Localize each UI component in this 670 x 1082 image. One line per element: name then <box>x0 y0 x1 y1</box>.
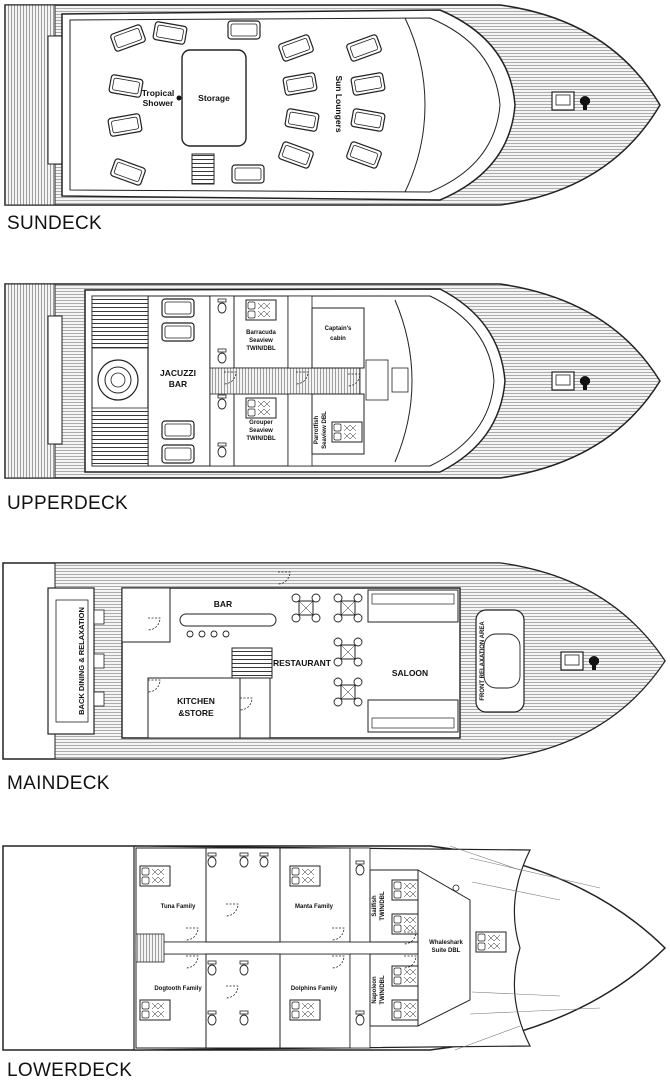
dogtooth-label: Dogtooth Family <box>154 986 202 992</box>
napoleon-label-line1: Napoleon <box>372 976 378 1004</box>
lowerdeck-plan: Tuna Family Manta Family Dogtooth Family… <box>2 845 667 1051</box>
shower-icon <box>176 95 182 101</box>
deck-title-maindeck: MAINDECK <box>7 773 110 794</box>
maindeck: BACK DINING & RELAXATION KITCHEN &STORE … <box>0 560 670 800</box>
grouper-label-line2: Seaview <box>249 428 273 434</box>
maindeck-plan: BACK DINING & RELAXATION KITCHEN &STORE … <box>2 562 666 760</box>
stairs-icon <box>191 153 215 185</box>
deck-title-lowerdeck: LOWERDECK <box>7 1060 133 1081</box>
barracuda-label-line3: TWIN/DBL <box>246 346 276 352</box>
parrotfish-label-line1: Parrotfish <box>314 415 320 444</box>
sailfish-label-line2: TWIN/DBL <box>380 891 386 921</box>
restaurant-label: RESTAURANT <box>273 658 332 668</box>
stairs-icon <box>135 933 165 963</box>
manta-label: Manta Family <box>295 904 334 910</box>
grouper-label-line1: Grouper <box>249 420 273 426</box>
back-dining-label: BACK DINING & RELAXATION <box>77 607 86 715</box>
deck-title-sundeck: SUNDECK <box>7 213 103 234</box>
storage-label: Storage <box>198 93 230 103</box>
captain-label-line2: cabin <box>330 336 346 342</box>
sailfish-label-line1: Sailfish <box>372 895 378 917</box>
parrotfish-label-line2: Seaview DBL <box>322 411 328 449</box>
whaleshark-label-line1: Whaleshark <box>429 940 463 946</box>
bar-counter <box>179 613 277 627</box>
sundeck-plan: Storage Tropical Shower Sun Loungers <box>4 4 661 206</box>
barracuda-label-line1: Barracuda <box>246 330 276 336</box>
jacuzzi-bar-label-line1: JACUZZI <box>160 368 196 378</box>
kitchen-label-line1: KITCHEN <box>177 696 215 706</box>
grouper-label-line3: TWIN/DBL <box>246 436 276 442</box>
loungers-label: Sun Loungers <box>334 75 344 132</box>
tuna-label: Tuna Family <box>161 904 196 910</box>
napoleon-label-line2: TWIN/DBL <box>380 975 386 1005</box>
upperdeck-plan: JACUZZI BAR Barracuda Seaview TWIN/DBL G… <box>4 283 661 479</box>
saloon-label: SALOON <box>392 668 428 678</box>
stairs-icon <box>231 647 273 679</box>
sundeck: Storage Tropical Shower Sun Loungers SUN… <box>0 0 670 240</box>
shower-label-line2: Shower <box>143 98 174 108</box>
front-relaxation-label: FRONT RELAXATION AREA <box>480 621 486 701</box>
upperdeck: JACUZZI BAR Barracuda Seaview TWIN/DBL G… <box>0 280 670 520</box>
captain-label-line1: Captain's <box>325 326 352 332</box>
barracuda-label-line2: Seaview <box>249 338 273 344</box>
jacuzzi <box>97 359 139 401</box>
lowerdeck: Tuna Family Manta Family Dogtooth Family… <box>0 840 670 1081</box>
shower-label-line1: Tropical <box>142 88 175 98</box>
deck-title-upperdeck: UPPERDECK <box>7 493 128 514</box>
jacuzzi-bar-label-line2: BAR <box>169 379 187 389</box>
whaleshark-label-line2: Suite DBL <box>432 948 461 954</box>
bar-label: BAR <box>214 599 232 609</box>
storage-room <box>181 49 247 147</box>
stairs-icon <box>91 295 149 349</box>
kitchen-label-line2: &STORE <box>178 708 214 718</box>
dolphins-label: Dolphins Family <box>291 986 338 992</box>
